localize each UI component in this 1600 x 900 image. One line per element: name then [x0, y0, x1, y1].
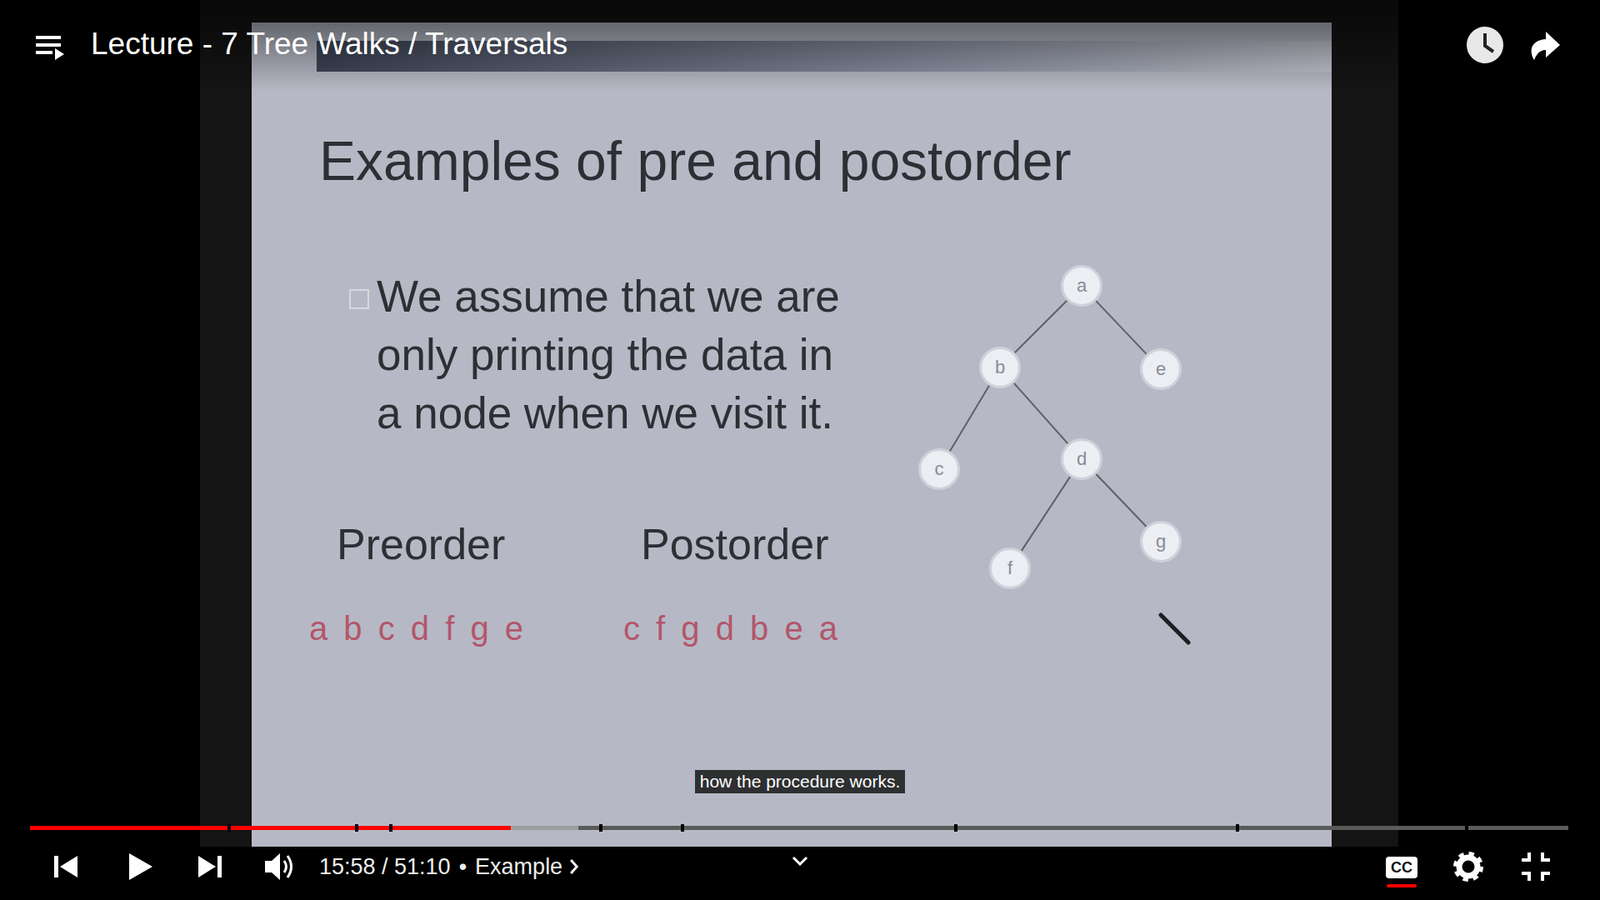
node-letter: b — [995, 358, 1005, 377]
tree-node: d — [1060, 438, 1103, 480]
chevron-right — [570, 860, 577, 874]
subtitle-caption: how the procedure works. — [695, 770, 905, 794]
previous-icon — [54, 855, 78, 878]
time-display: 15:58 / 51:10 — [319, 854, 451, 880]
settings-icon — [1455, 854, 1481, 880]
tree-edge — [1095, 474, 1146, 527]
chapter-name: Example — [475, 854, 563, 880]
slide-title: Examples of pre and postorder — [319, 129, 1072, 193]
node-letter: a — [1076, 276, 1087, 295]
bullet-text: We assume that we are only printing the … — [376, 267, 844, 443]
top-shade — [0, 0, 1600, 92]
play-icon — [129, 853, 153, 880]
pen-mark — [1160, 615, 1189, 643]
traversal-sequence: a b c d f g e — [309, 610, 527, 648]
tree-edge — [1095, 300, 1147, 355]
slide — [251, 22, 1332, 847]
traversal-sequence: c f g d b e a — [623, 610, 841, 648]
tree-node: b — [979, 346, 1021, 389]
tree-edge — [1014, 383, 1069, 445]
tree-node: e — [1140, 348, 1182, 390]
next-icon — [198, 855, 222, 878]
cc-underline — [1386, 884, 1417, 888]
video-frame — [200, 0, 1399, 847]
playlist-icon — [35, 35, 65, 60]
share-icon — [1531, 31, 1560, 60]
bullet-square — [350, 290, 369, 309]
node-letter: e — [1155, 360, 1166, 379]
tree-node: g — [1140, 520, 1182, 563]
tree-node: c — [918, 448, 960, 490]
clock-icon — [1466, 26, 1504, 64]
tree-node: f — [989, 547, 1031, 590]
tree-edge — [1021, 476, 1071, 551]
node-letter: c — [935, 460, 945, 479]
cc-button — [1385, 856, 1418, 879]
chevron-down — [793, 857, 807, 865]
tree-node: a — [1060, 265, 1103, 307]
cc-text: CC — [1390, 859, 1413, 877]
tree-edge — [950, 385, 990, 451]
node-letter: g — [1155, 532, 1166, 551]
node-letter: f — [1007, 559, 1013, 578]
video-title: Lecture - 7 Tree Walks / Traversals — [90, 26, 568, 62]
separator-dot: • — [459, 854, 467, 880]
column-heading: Postorder — [640, 519, 829, 570]
volume-icon — [265, 853, 292, 880]
column-heading: Preorder — [336, 519, 505, 570]
node-letter: d — [1076, 450, 1087, 469]
tree-edge — [1015, 300, 1068, 354]
exit-fullscreen-icon — [1521, 852, 1550, 881]
progress-bar — [30, 824, 1569, 832]
